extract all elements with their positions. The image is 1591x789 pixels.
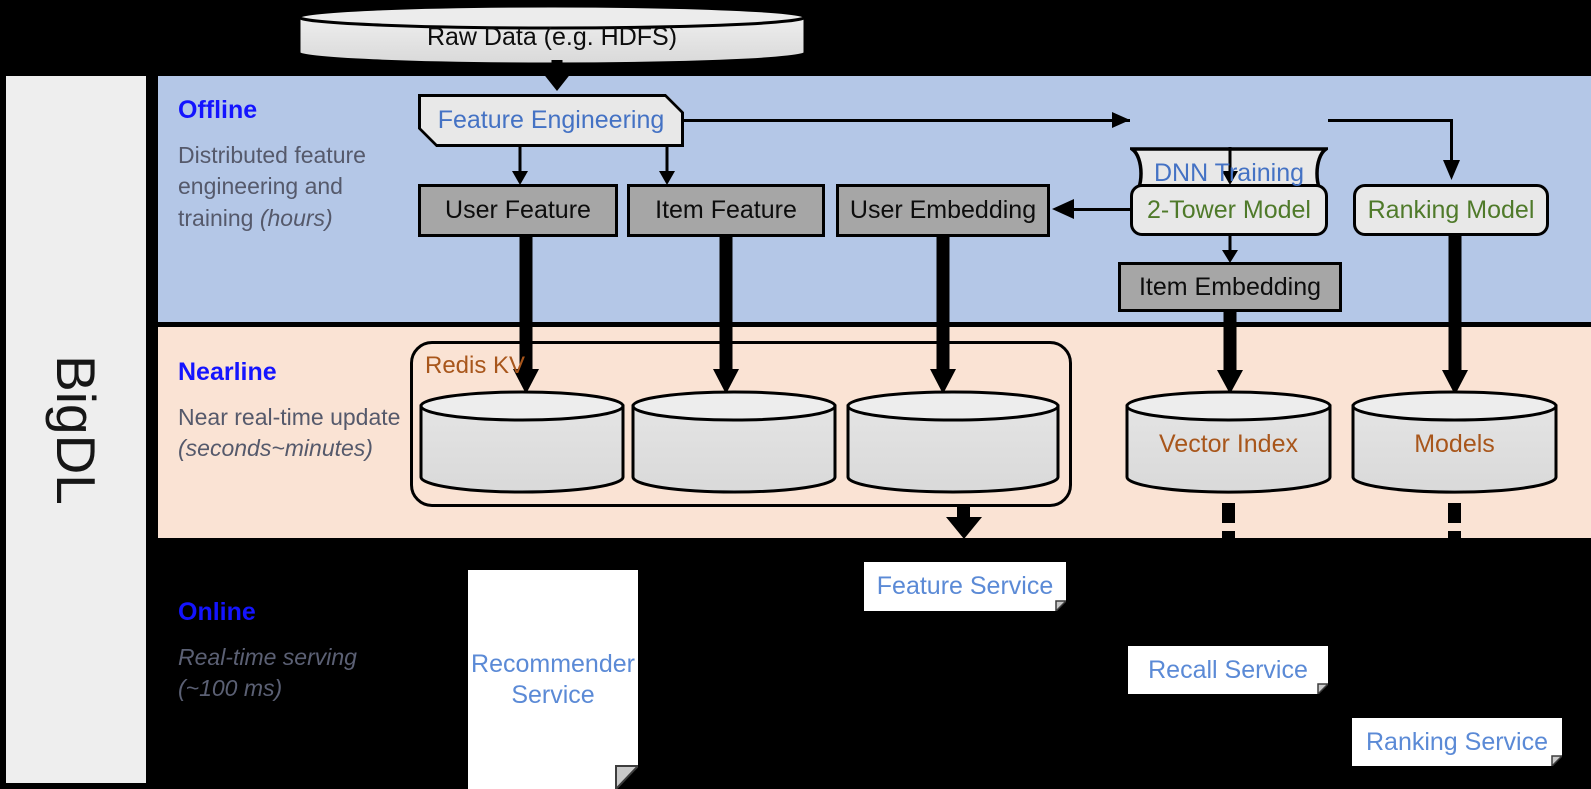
arrow-rawdata-to-feature-engineering: [542, 60, 572, 91]
node-feature-engineering-label: Feature Engineering: [437, 106, 665, 134]
node-ranking-service[interactable]: Ranking Service: [1352, 718, 1562, 766]
node-user-feature-label: User Feature: [445, 196, 591, 224]
cylinder-item-feature-store-shape: [631, 390, 837, 494]
node-item-feature-label: Item Feature: [655, 196, 797, 224]
node-2-tower-model[interactable]: 2-Tower Model: [1130, 184, 1328, 236]
band-subtitle-offline: Distributed feature engineering and trai…: [178, 140, 413, 234]
band-subtitle-online-italic: (~100 ms): [178, 675, 283, 702]
band-subtitle-nearline: Near real-time update (seconds~minutes): [178, 402, 413, 465]
node-ranking-service-shape: [1352, 718, 1562, 766]
node-recall-service-label: Recall Service: [1148, 655, 1308, 684]
cylinder-models-shape: [1351, 390, 1558, 494]
node-recall-service[interactable]: Recall Service: [1128, 646, 1328, 694]
node-feature-engineering[interactable]: Feature Engineering: [418, 94, 684, 147]
raw-data-cylinder: Raw Data (e.g. HDFS): [296, 4, 808, 66]
cylinder-user-feature-store-shape: [419, 390, 625, 494]
node-user-embedding-label: User Embedding: [849, 196, 1037, 224]
bigdl-rail: BigDL: [6, 76, 146, 783]
node-recommender-service[interactable]: Recommender Service: [468, 570, 638, 789]
node-2-tower-model-label: 2-Tower Model: [1147, 195, 1311, 224]
node-item-embedding-label: Item Embedding: [1138, 272, 1322, 301]
node-dnn-training[interactable]: DNN Training: [1130, 147, 1328, 200]
band-title-online: Online: [178, 598, 256, 626]
cylinder-models-label: Models: [1414, 429, 1495, 458]
node-recommender-service-shape: [468, 570, 638, 789]
cylinder-models: Models: [1350, 389, 1559, 495]
cylinder-vector-index: Vector Index: [1124, 389, 1333, 495]
arrowhead-redis-to-feature-service: [946, 517, 982, 539]
band-title-nearline: Nearline: [178, 358, 277, 386]
arrowhead-2tower-to-user-embedding: [1052, 199, 1074, 219]
cylinder-user-embedding-store-shape: [846, 390, 1060, 494]
cylinder-user-embedding-store: [845, 389, 1061, 494]
node-recall-service-shape: [1128, 646, 1328, 694]
arrowhead-dnn-to-ranking: [1443, 160, 1460, 180]
line-dnn-to-ranking-h: [1328, 119, 1453, 122]
raw-data-label: Raw Data (e.g. HDFS): [426, 22, 678, 51]
pipe-user-feature-to-store: [513, 237, 539, 394]
node-user-embedding[interactable]: User Embedding: [836, 184, 1050, 237]
arrow-2tower-to-item-embedding: [1222, 236, 1238, 263]
band-subtitle-nearline-italic: (seconds~minutes): [178, 435, 373, 462]
band-subtitle-nearline-text: Near real-time update: [178, 404, 401, 430]
redis-kv-container: [410, 341, 1072, 507]
node-recommender-service-label: Recommender Service: [471, 650, 635, 709]
pipe-user-embedding-to-store: [930, 237, 956, 394]
arrow-fe-to-item-feature: [659, 147, 675, 185]
pipe-item-feature-to-store: [713, 237, 739, 394]
cylinder-vector-index-label: Vector Index: [1159, 429, 1298, 458]
line-fe-to-dnn: [684, 119, 1130, 122]
node-dnn-training-label: DNN Training: [1153, 159, 1305, 187]
dash-vector-index-1: [1222, 503, 1235, 523]
arrow-fe-to-user-feature: [512, 147, 528, 185]
pipe-ranking-model-to-models: [1442, 236, 1468, 395]
band-subtitle-online-text: Real-time serving: [178, 644, 357, 670]
cylinder-user-feature-store: [418, 389, 626, 494]
node-ranking-model[interactable]: Ranking Model: [1353, 184, 1549, 236]
arrowhead-fe-to-dnn: [1112, 112, 1130, 128]
band-title-offline: Offline: [178, 96, 258, 124]
node-ranking-service-label: Ranking Service: [1365, 727, 1549, 756]
band-subtitle-offline-italic: (hours): [259, 204, 333, 231]
cylinder-item-feature-store: [630, 389, 838, 494]
line-2tower-to-user-embedding: [1070, 208, 1132, 211]
node-item-feature[interactable]: Item Feature: [627, 184, 825, 237]
node-feature-service-shape: [864, 562, 1066, 611]
redis-kv-label: Redis KV: [425, 352, 526, 379]
pipe-item-embedding-to-vector-index: [1217, 312, 1243, 394]
band-subtitle-offline-text: Distributed feature engineering and trai…: [178, 142, 366, 231]
cylinder-vector-index-shape: [1125, 390, 1332, 494]
arrow-dnn-to-2-tower: [1222, 147, 1238, 185]
node-ranking-model-label: Ranking Model: [1367, 195, 1535, 224]
line-dnn-to-ranking-v: [1450, 119, 1453, 167]
node-feature-service[interactable]: Feature Service: [864, 562, 1066, 611]
bigdl-label: BigDL: [45, 354, 107, 505]
node-user-feature[interactable]: User Feature: [418, 184, 618, 237]
dash-models-2: [1448, 531, 1461, 544]
node-item-embedding[interactable]: Item Embedding: [1118, 262, 1342, 312]
band-subtitle-online: Real-time serving (~100 ms): [178, 642, 413, 705]
dash-vector-index-2: [1222, 531, 1235, 544]
node-feature-service-label: Feature Service: [876, 572, 1054, 601]
dash-models-1: [1448, 503, 1461, 523]
